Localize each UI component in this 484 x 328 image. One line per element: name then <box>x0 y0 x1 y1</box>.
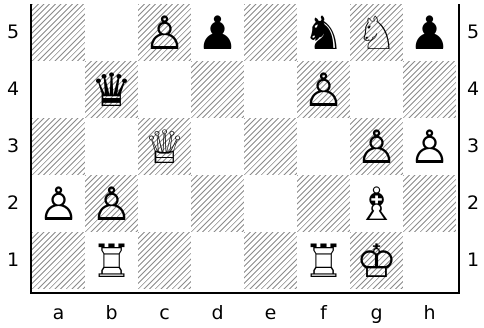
rank-label-right: 3 <box>464 135 482 157</box>
rank-label-left: 5 <box>4 21 22 43</box>
square-c3[interactable]: ♕ <box>138 118 191 175</box>
square-d3[interactable] <box>191 118 244 175</box>
white-pawn-g3[interactable]: ♙ <box>350 118 403 175</box>
file-label: g <box>350 302 403 324</box>
square-f1[interactable]: ♖ <box>297 232 350 289</box>
white-pawn-a2[interactable]: ♙ <box>32 175 85 232</box>
white-knight-g5[interactable]: ♘ <box>350 4 403 61</box>
square-h5[interactable]: ♟ <box>403 4 456 61</box>
rank-label-left: 3 <box>4 135 22 157</box>
square-h2[interactable] <box>403 175 456 232</box>
square-e4[interactable] <box>244 61 297 118</box>
square-c1[interactable] <box>138 232 191 289</box>
square-c5[interactable]: ♙ <box>138 4 191 61</box>
rank-label-left: 4 <box>4 78 22 100</box>
file-label: e <box>244 302 297 324</box>
black-pawn-d5[interactable]: ♟ <box>191 4 244 61</box>
rank-label-left: 2 <box>4 192 22 214</box>
square-c2[interactable] <box>138 175 191 232</box>
square-b4[interactable]: ♛ <box>85 61 138 118</box>
file-label: a <box>32 302 85 324</box>
square-g3[interactable]: ♙ <box>350 118 403 175</box>
square-h3[interactable]: ♙ <box>403 118 456 175</box>
square-g1[interactable]: ♔ <box>350 232 403 289</box>
square-a5[interactable] <box>32 4 85 61</box>
white-pawn-c5[interactable]: ♙ <box>138 4 191 61</box>
square-f3[interactable] <box>297 118 350 175</box>
square-e1[interactable] <box>244 232 297 289</box>
square-d1[interactable] <box>191 232 244 289</box>
square-c4[interactable] <box>138 61 191 118</box>
square-a2[interactable]: ♙ <box>32 175 85 232</box>
rank-label-left: 1 <box>4 249 22 271</box>
square-h1[interactable] <box>403 232 456 289</box>
square-d2[interactable] <box>191 175 244 232</box>
white-pawn-b2[interactable]: ♙ <box>85 175 138 232</box>
square-a3[interactable] <box>32 118 85 175</box>
square-b5[interactable] <box>85 4 138 61</box>
square-a4[interactable] <box>32 61 85 118</box>
rank-label-right: 4 <box>464 78 482 100</box>
square-e5[interactable] <box>244 4 297 61</box>
square-e2[interactable] <box>244 175 297 232</box>
square-f2[interactable] <box>297 175 350 232</box>
square-g2[interactable]: ♗ <box>350 175 403 232</box>
white-rook-f1[interactable]: ♖ <box>297 232 350 289</box>
square-b1[interactable]: ♖ <box>85 232 138 289</box>
square-b2[interactable]: ♙ <box>85 175 138 232</box>
square-f5[interactable]: ♞ <box>297 4 350 61</box>
white-queen-c3[interactable]: ♕ <box>138 118 191 175</box>
file-label: c <box>138 302 191 324</box>
square-g4[interactable] <box>350 61 403 118</box>
square-d5[interactable]: ♟ <box>191 4 244 61</box>
square-h4[interactable] <box>403 61 456 118</box>
white-rook-b1[interactable]: ♖ <box>85 232 138 289</box>
square-b3[interactable] <box>85 118 138 175</box>
file-label: d <box>191 302 244 324</box>
file-label: f <box>297 302 350 324</box>
file-label: b <box>85 302 138 324</box>
white-pawn-h3[interactable]: ♙ <box>403 118 456 175</box>
black-knight-f5[interactable]: ♞ <box>297 4 350 61</box>
square-f4[interactable]: ♙ <box>297 61 350 118</box>
chess-board: ♙♟♞♘♟♛♙♕♙♙♙♙♗♖♖♔ <box>30 4 460 294</box>
white-king-g1[interactable]: ♔ <box>350 232 403 289</box>
square-a1[interactable] <box>32 232 85 289</box>
square-e3[interactable] <box>244 118 297 175</box>
rank-label-right: 1 <box>464 249 482 271</box>
white-pawn-f4[interactable]: ♙ <box>297 61 350 118</box>
square-d4[interactable] <box>191 61 244 118</box>
white-bishop-g2[interactable]: ♗ <box>350 175 403 232</box>
file-label: h <box>403 302 456 324</box>
rank-label-right: 5 <box>464 21 482 43</box>
black-pawn-h5[interactable]: ♟ <box>403 4 456 61</box>
square-g5[interactable]: ♘ <box>350 4 403 61</box>
black-queen-b4[interactable]: ♛ <box>85 61 138 118</box>
rank-label-right: 2 <box>464 192 482 214</box>
